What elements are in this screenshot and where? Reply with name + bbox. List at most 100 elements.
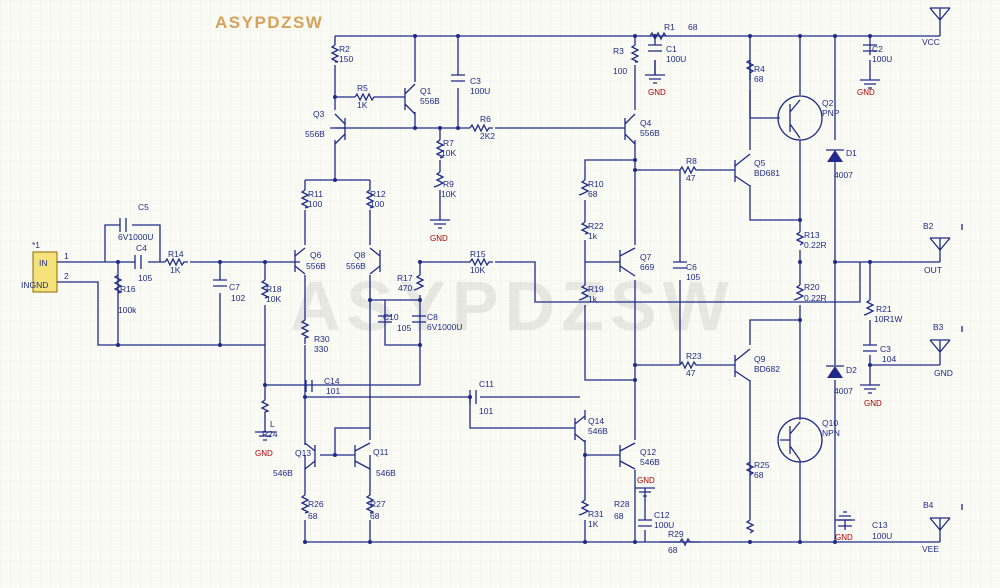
r22-ref: R22 (588, 221, 604, 231)
r11-ref: R11 (308, 189, 323, 199)
c6-ref: C6 (686, 262, 697, 272)
r23-value: 47 (686, 368, 696, 378)
r6-ref: R6 (480, 114, 491, 124)
r2-value: 150 (339, 54, 353, 64)
r26-ref: R26 (308, 499, 324, 509)
r13-value: 0.22R (804, 240, 827, 250)
r12-value: 100 (370, 199, 384, 209)
c13-value: 100U (872, 531, 892, 541)
gnd-label: GND (430, 234, 448, 243)
r27-ref: R27 (370, 499, 386, 509)
r27-value: 68 (370, 511, 380, 521)
c11-value: 101 (479, 406, 493, 416)
c5-ref: C5 (138, 202, 149, 212)
c14-ref: C14 (324, 376, 340, 386)
q6-ref: Q6 (310, 250, 322, 260)
q8-ref: Q8 (354, 250, 366, 260)
resistor-symbols (113, 31, 875, 547)
terminal-b3: B3 (933, 322, 944, 332)
q5-ref: Q5 (754, 158, 766, 168)
q2-ref: Q2 (822, 98, 834, 108)
c4-ref: C4 (136, 243, 147, 253)
r4-ref: R4 (754, 64, 765, 74)
c1-value: 100U (666, 54, 686, 64)
r5-ref: R5 (357, 83, 368, 93)
r26-value: 68 (308, 511, 318, 521)
r29-value: 68 (668, 545, 678, 555)
r31-ref: R31 (588, 509, 604, 519)
r10-ref: R10 (588, 179, 604, 189)
gnd-label: GND (857, 88, 875, 97)
junctions (116, 34, 872, 544)
r19-ref: R19 (588, 284, 604, 294)
connector-pin-gnd: INGND (21, 280, 48, 290)
c14-value: 101 (326, 386, 340, 396)
r17-ref: R17 (397, 273, 413, 283)
r3-value: 100 (613, 66, 627, 76)
r15-value: 10K (470, 265, 485, 275)
r21-ref: R21 (876, 304, 892, 314)
gnd-rail-label: GND (934, 368, 953, 378)
connector-pin-in: IN (39, 258, 48, 268)
connector-ref: *1 (32, 240, 40, 250)
r25-ref: R25 (754, 460, 770, 470)
c7-value: 102 (231, 293, 245, 303)
gnd-label: GND (864, 399, 882, 408)
r8-ref: R8 (686, 156, 697, 166)
r16-ref: R16 (120, 284, 136, 294)
capacitor-symbols (119, 44, 877, 527)
r14-ref: R14 (168, 249, 184, 259)
r17-value: 470 (398, 283, 412, 293)
q13-value: 546B (273, 468, 293, 478)
q10-value: NPN (822, 428, 840, 438)
r5-value: 1K (357, 100, 368, 110)
d2-value: 4007 (834, 386, 853, 396)
q9-value: BD682 (754, 364, 780, 374)
diode-symbols (826, 149, 844, 378)
q2-value: PNP (822, 108, 840, 118)
c12-value: 100U (654, 520, 674, 530)
d2-ref: D2 (846, 365, 857, 375)
c10-value: 105 (397, 323, 411, 333)
r11-value: 100 (308, 199, 322, 209)
c4-value: 105 (138, 273, 152, 283)
q11-ref: Q11 (373, 447, 389, 457)
r29-ref: R29 (668, 529, 684, 539)
c3-ref: C3 (470, 76, 481, 86)
c3b-value: 104 (882, 354, 896, 364)
r1-ref: R1 (664, 22, 675, 32)
gnd-label: GND (648, 88, 666, 97)
r13-ref: R13 (804, 230, 820, 240)
r31-value: 1K (588, 519, 599, 529)
r2-ref: R2 (339, 44, 350, 54)
r21-value: 10R1W (874, 314, 902, 324)
r12-ref: R12 (370, 189, 386, 199)
terminal-b2: B2 (923, 221, 934, 231)
c5-value: 6V1000U (118, 232, 153, 242)
q14-ref: Q14 (588, 416, 604, 426)
d1-value: 4007 (834, 170, 853, 180)
r16-value: 100k (118, 305, 137, 315)
r28-value: 68 (614, 511, 624, 521)
d1-ref: D1 (846, 148, 857, 158)
c3b-ref: C3 (880, 344, 891, 354)
vee-label: VEE (922, 544, 939, 554)
r7-ref: R7 (443, 138, 454, 148)
r25-value: 68 (754, 470, 764, 480)
input-connector[interactable] (32, 251, 72, 293)
c10-ref: C10 (383, 312, 399, 322)
c2-ref: C2 (872, 44, 883, 54)
r9-value: 10K (441, 189, 456, 199)
c1-ref: C1 (666, 44, 677, 54)
r20-value: 0.22R (804, 293, 827, 303)
c12-ref: C12 (654, 510, 670, 520)
q8-value: 556B (346, 261, 366, 271)
r3-ref: R3 (613, 46, 624, 56)
q6-value: 556B (306, 261, 326, 271)
c8-value: 6V1000U (427, 322, 462, 332)
r18-ref: R18 (266, 284, 282, 294)
c7-ref: C7 (229, 282, 240, 292)
